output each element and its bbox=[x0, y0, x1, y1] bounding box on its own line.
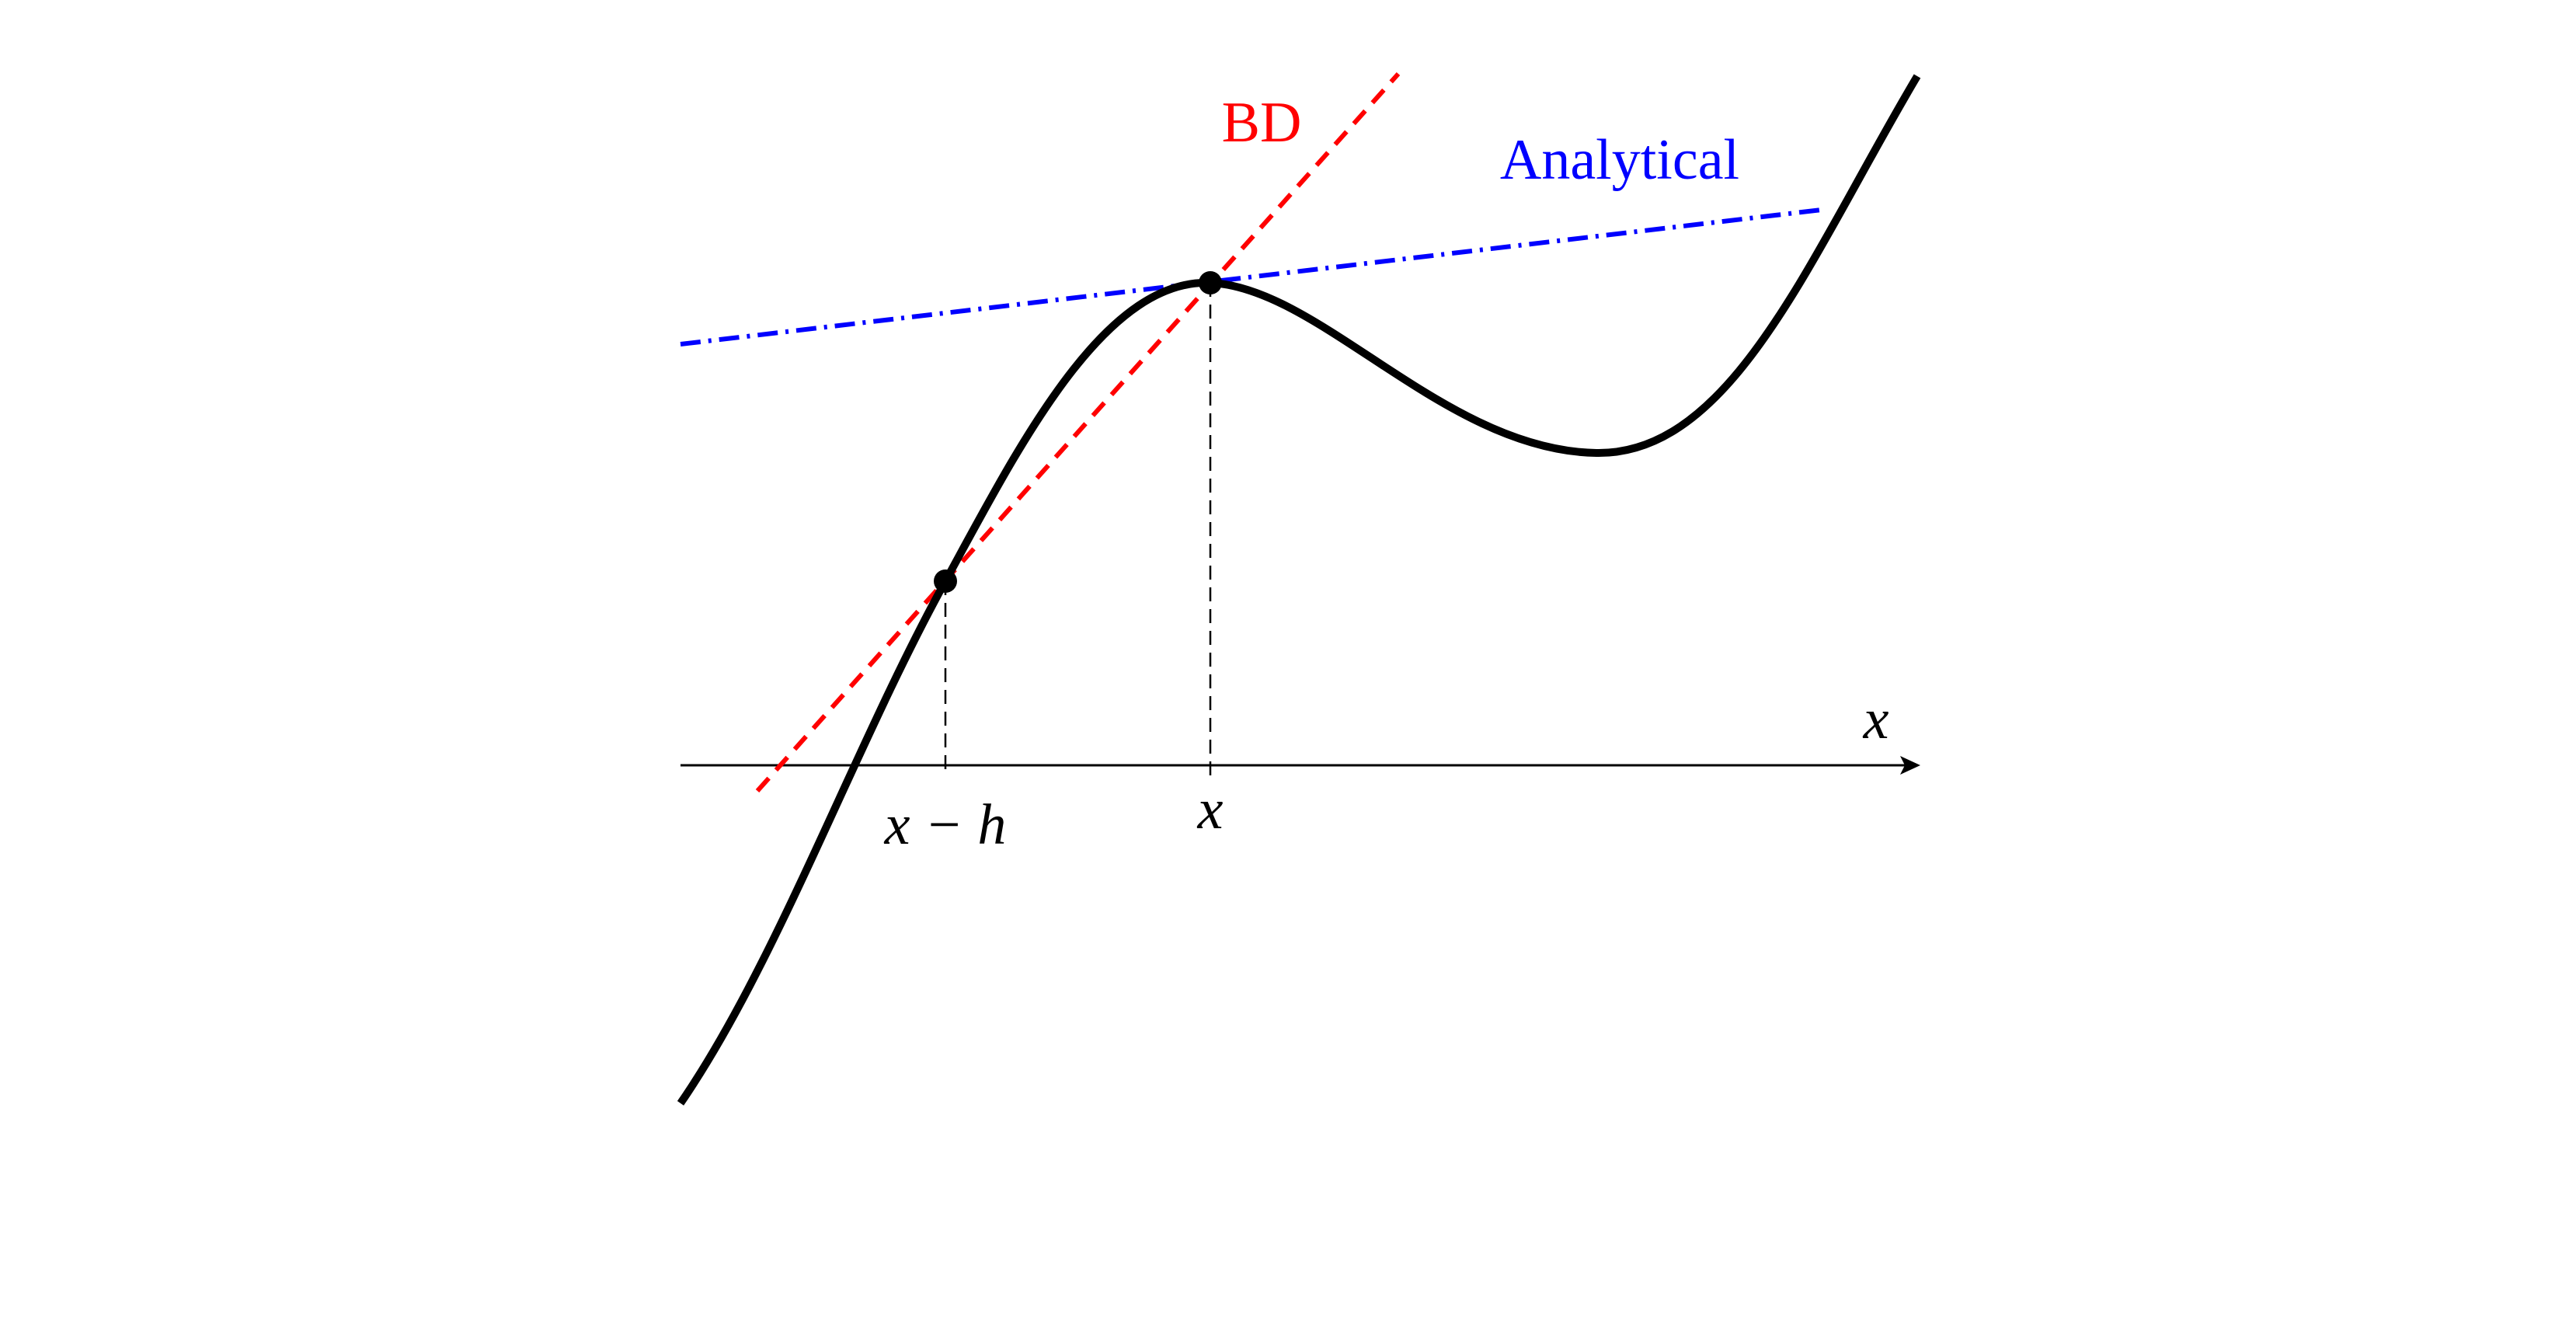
x-axis-arrowhead bbox=[1900, 756, 1920, 775]
analytical-label: Analytical bbox=[1500, 128, 1739, 192]
point-x bbox=[1199, 271, 1222, 294]
point-x-minus-h bbox=[934, 569, 957, 593]
function-curve bbox=[677, 74, 1921, 1106]
tick-label-x: x bbox=[1197, 778, 1224, 841]
bd-label: BD bbox=[1222, 91, 1302, 155]
bd-secant-line bbox=[755, 72, 1401, 792]
x-axis-label: x bbox=[1863, 688, 1889, 751]
tick-label-x-minus-h: x − h bbox=[884, 793, 1007, 857]
analytical-tangent-line bbox=[680, 207, 1822, 347]
